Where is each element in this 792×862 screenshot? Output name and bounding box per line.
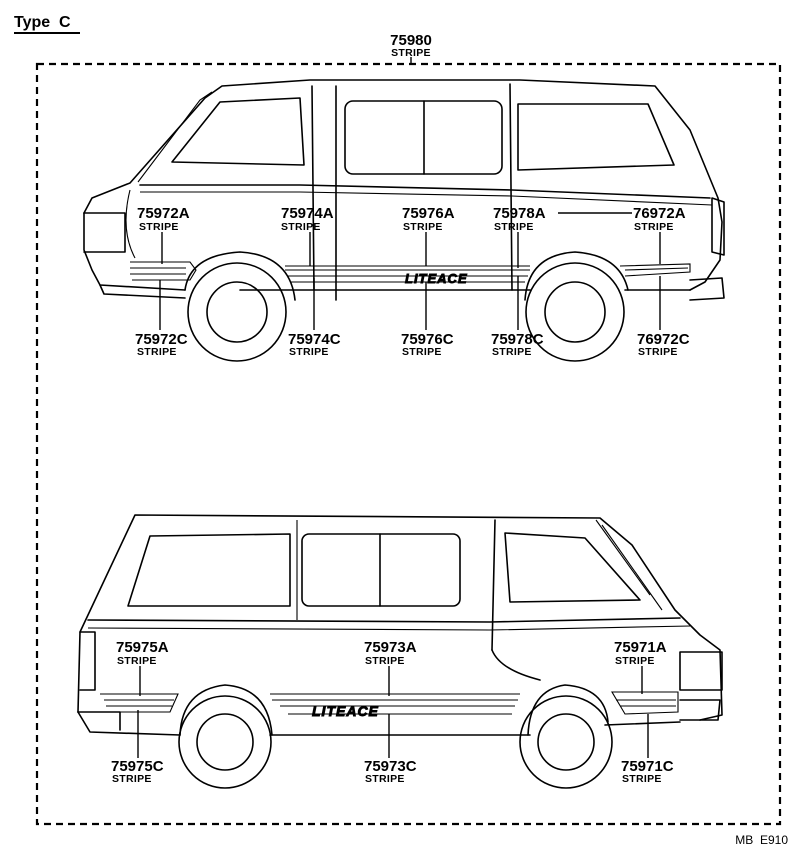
assembly-part-number: 75980 [390, 32, 432, 49]
desc-76972C: STRIPE [638, 346, 678, 358]
part-number-75974C: 75974C [288, 331, 341, 348]
part-number-75971A: 75971A [614, 639, 667, 656]
part-number-75974A: 75974A [281, 205, 334, 222]
callout-75978A: 75978A STRIPE [493, 205, 632, 268]
footer-code: MB E910 [735, 833, 788, 847]
callout-75973A: 75973A STRIPE [364, 639, 417, 696]
callout-75975A: 75975A STRIPE [116, 639, 169, 696]
part-number-75973A: 75973A [364, 639, 417, 656]
part-number-75978C: 75978C [491, 331, 544, 348]
callout-75972A: 75972A STRIPE [137, 205, 190, 264]
part-number-75973C: 75973C [364, 758, 417, 775]
van-top-drawing [83, 79, 725, 362]
callout-75976A: 75976A STRIPE [402, 205, 455, 266]
callout-76972C: 76972C STRIPE [637, 276, 690, 358]
callout-75971A: 75971A STRIPE [614, 639, 667, 694]
part-number-75976A: 75976A [402, 205, 455, 222]
desc-75978C: STRIPE [492, 346, 532, 358]
callout-75973C: 75973C STRIPE [364, 714, 417, 785]
part-number-75978A: 75978A [493, 205, 546, 222]
part-number-75975C: 75975C [111, 758, 164, 775]
callout-75974C: 75974C STRIPE [288, 278, 341, 358]
callout-75975C: 75975C STRIPE [111, 710, 164, 785]
desc-75971A: STRIPE [615, 655, 655, 667]
desc-75975C: STRIPE [112, 773, 152, 785]
assembly-frame [35, 62, 782, 826]
part-number-76972A: 76972A [633, 205, 686, 222]
part-number-75971C: 75971C [621, 758, 674, 775]
desc-75972A: STRIPE [139, 221, 179, 233]
diagram-title: Type C [14, 14, 71, 31]
desc-75975A: STRIPE [117, 655, 157, 667]
van-top-logo: LITEACE [405, 271, 468, 286]
part-number-75972C: 75972C [135, 331, 188, 348]
part-number-75975A: 75975A [116, 639, 169, 656]
part-number-75972A: 75972A [137, 205, 190, 222]
desc-75976A: STRIPE [403, 221, 443, 233]
callout-75971C: 75971C STRIPE [621, 714, 674, 785]
van-bottom-logo: LITEACE [312, 703, 379, 719]
assembly-description: STRIPE [391, 47, 431, 59]
desc-75976C: STRIPE [402, 346, 442, 358]
part-number-76972C: 76972C [637, 331, 690, 348]
desc-76972A: STRIPE [634, 221, 674, 233]
callout-76972A: 76972A STRIPE [633, 205, 686, 264]
desc-75973C: STRIPE [365, 773, 405, 785]
callout-75978C: 75978C STRIPE [491, 276, 544, 358]
callout-75976C: 75976C STRIPE [401, 282, 454, 358]
callout-75972C: 75972C STRIPE [135, 280, 188, 358]
desc-75973A: STRIPE [365, 655, 405, 667]
van-bottom-drawing [77, 514, 723, 789]
desc-75972C: STRIPE [137, 346, 177, 358]
desc-75974C: STRIPE [289, 346, 329, 358]
callout-75974A: 75974A STRIPE [281, 205, 334, 266]
desc-75971C: STRIPE [622, 773, 662, 785]
part-number-75976C: 75976C [401, 331, 454, 348]
desc-75974A: STRIPE [281, 221, 321, 233]
desc-75978A: STRIPE [494, 221, 534, 233]
